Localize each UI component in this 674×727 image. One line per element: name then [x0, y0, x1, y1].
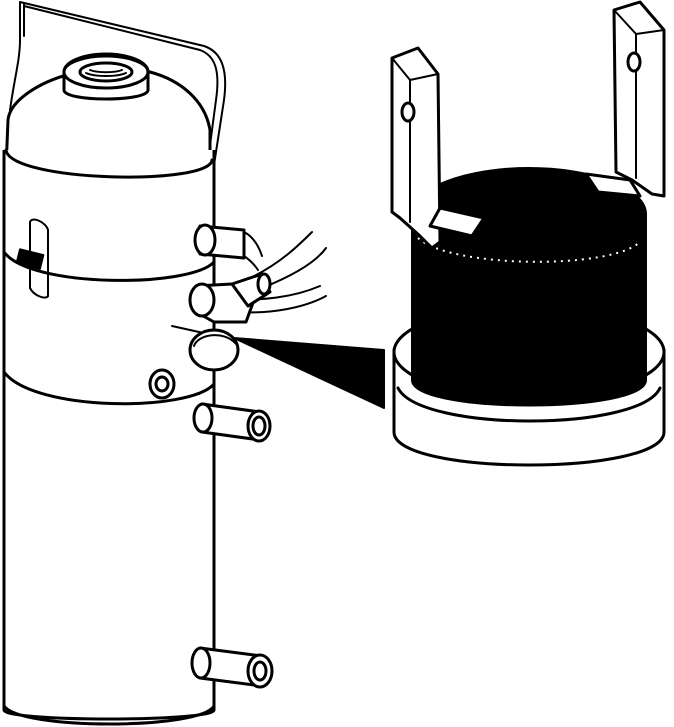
tank-band-mid-2 [2, 370, 216, 406]
hot-water-outlet [193, 223, 263, 271]
terminal-tab-right [584, 0, 666, 198]
mounted-thermal-switch [171, 325, 240, 372]
tank-band-top [4, 148, 214, 179]
temperature-sensor [188, 272, 272, 324]
ring-fitting [148, 368, 176, 400]
sensor-wires [231, 231, 327, 314]
mounting-bracket [9, 1, 227, 179]
drain-pipe [190, 646, 274, 689]
thermal-cutoff-switch [390, 0, 666, 467]
cold-water-inlet [192, 402, 272, 443]
wire-clip [15, 218, 49, 299]
switch-base-inner-edge [396, 386, 662, 423]
tank-neck-thread [85, 69, 127, 77]
switch-body [411, 213, 647, 407]
terminal-hole-right [626, 51, 642, 73]
tank-body [2, 150, 216, 721]
terminal-tab-left [390, 46, 486, 250]
callout-wedge [233, 337, 385, 409]
water-heater-tank [2, 1, 385, 726]
terminal-hole-left [400, 101, 416, 123]
tank-bottom [2, 704, 216, 726]
switch-body-seam [417, 237, 641, 263]
tank-dome [4, 70, 212, 172]
